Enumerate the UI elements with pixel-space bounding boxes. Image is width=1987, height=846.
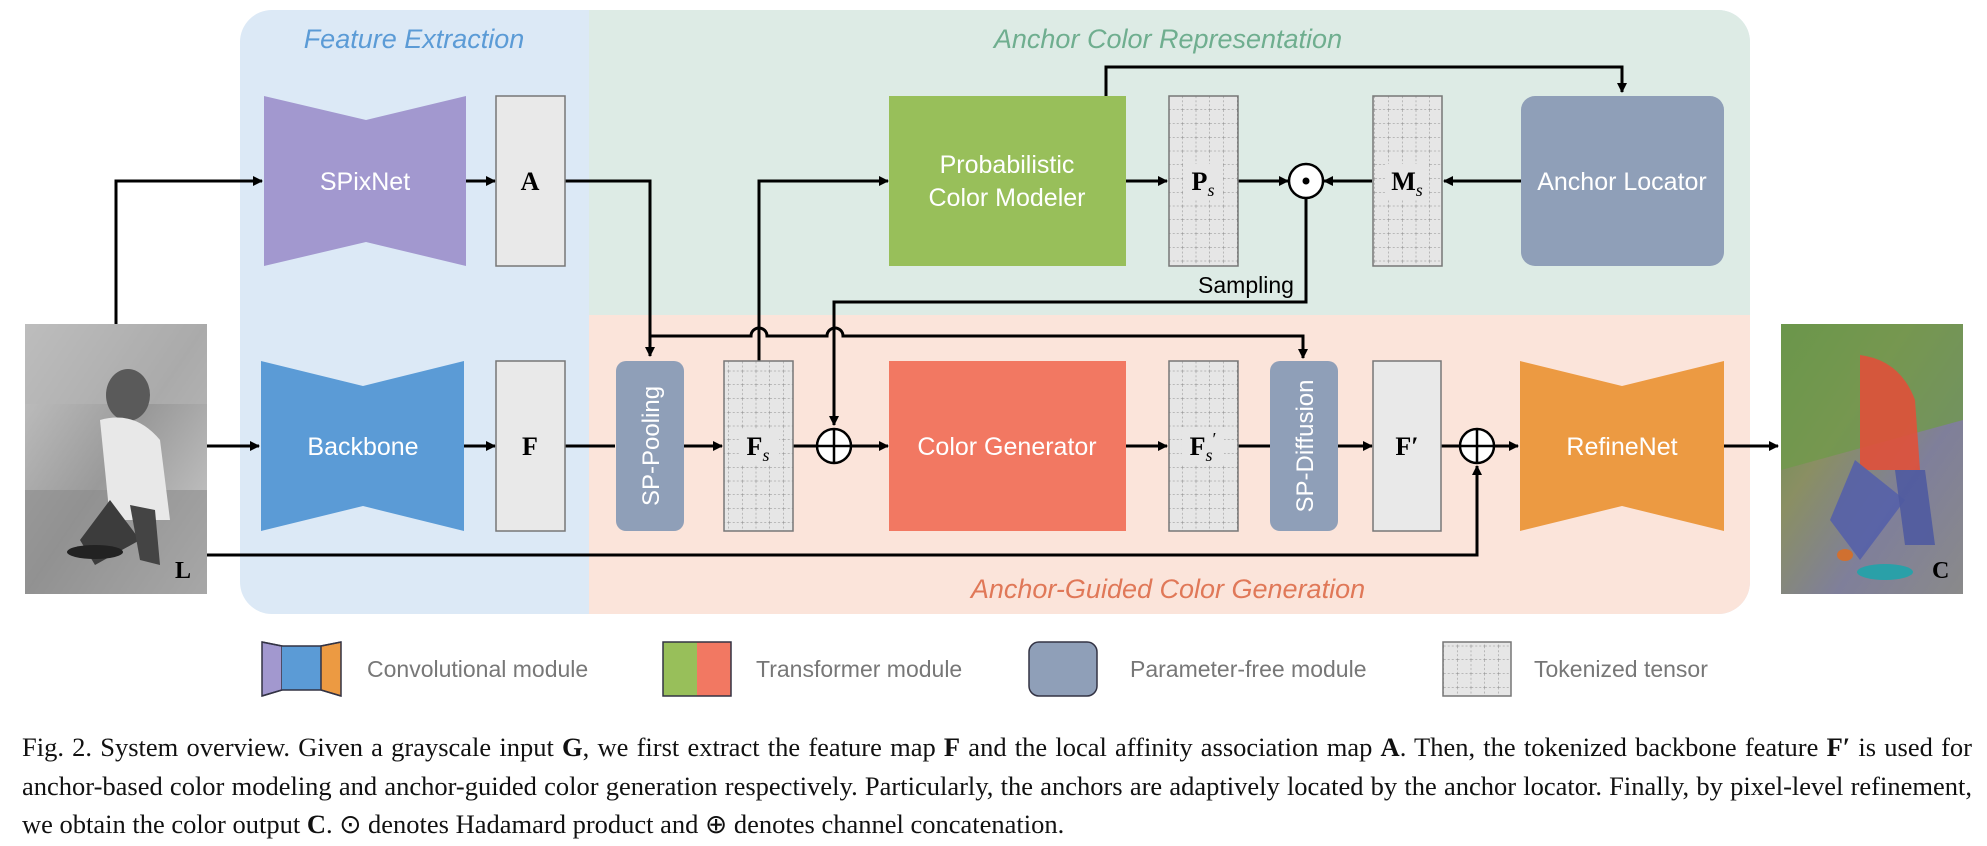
- system-diagram: Feature Extraction Anchor Color Represen…: [25, 10, 1963, 698]
- arrow-Fs-to-modeler: [757, 176, 889, 361]
- legend-conv-icon: [261, 641, 342, 698]
- color-generator-module: Color Generator: [889, 361, 1126, 531]
- figure-caption: Fig. 2. System overview. Given a graysca…: [22, 732, 1972, 839]
- sp-diffusion-label: SP-Diffusion: [1292, 380, 1319, 513]
- tensor-Fs: Fs: [723, 360, 794, 532]
- color-generator-label: Color Generator: [917, 433, 1096, 461]
- tensor-Ms-label: Ms: [1391, 167, 1423, 200]
- tensor-F-label: F: [522, 432, 538, 461]
- arrow-modeler-to-locator: [1104, 65, 1627, 96]
- tensor-Fprime-label: F′: [1395, 432, 1418, 461]
- output-label: C: [1932, 558, 1949, 584]
- prob-color-modeler-module: Probabilistic Color Modeler: [889, 96, 1126, 266]
- feature-extraction-title: Feature Extraction: [304, 24, 525, 54]
- tensor-A: A: [495, 95, 566, 267]
- legend-tokenized-icon: [1442, 641, 1512, 697]
- tensor-Fsp: Fs′: [1168, 360, 1239, 532]
- sp-diffusion-module: SP-Diffusion: [1270, 361, 1338, 531]
- arrow-input-skip-to-concat: [207, 465, 1482, 557]
- refinenet-module: RefineNet: [1520, 361, 1724, 531]
- line-A-to-spdiffusion: [650, 326, 1308, 359]
- concat-operator-1: [815, 427, 853, 465]
- tensor-Ms: Ms: [1372, 95, 1443, 267]
- legend-conv-label: Convolutional module: [367, 656, 588, 682]
- connectors: [114, 65, 1779, 557]
- prob-color-modeler-line1: Probabilistic: [940, 151, 1075, 179]
- arrow-A-to-sppooling: [565, 179, 655, 357]
- anchor-locator-label: Anchor Locator: [1537, 168, 1707, 196]
- tensor-Fsp-label: Fs′: [1190, 429, 1217, 465]
- legend-tokenized-label: Tokenized tensor: [1534, 656, 1708, 682]
- legend-transformer-label: Transformer module: [756, 656, 962, 682]
- output-image: C: [1781, 324, 1963, 594]
- input-image: L: [25, 324, 207, 594]
- arrow-sampling-to-concat: [829, 198, 1308, 426]
- anchor-locator-module: Anchor Locator: [1521, 96, 1724, 266]
- anchor-color-title: Anchor Color Representation: [992, 24, 1342, 54]
- legend-param-free-icon: [1028, 641, 1098, 697]
- backbone-module: Backbone: [261, 361, 464, 531]
- sp-pooling-module: SP-Pooling: [616, 361, 684, 531]
- sampling-label: Sampling: [1198, 272, 1294, 298]
- hadamard-operator: [1287, 162, 1325, 200]
- refinenet-label: RefineNet: [1566, 433, 1677, 461]
- tensor-Fprime: F′: [1372, 360, 1442, 532]
- legend-transformer-icon: [662, 641, 732, 697]
- concat-operator-2: [1458, 427, 1496, 465]
- backbone-label: Backbone: [307, 433, 418, 461]
- tensor-F: F: [495, 360, 566, 532]
- spixnet-label: SPixNet: [320, 168, 410, 196]
- input-label: L: [175, 558, 191, 584]
- arrow-input-to-spixnet: [114, 176, 263, 324]
- tensor-A-label: A: [521, 167, 540, 196]
- spixnet-module: SPixNet: [264, 96, 466, 266]
- legend: Convolutional module Transformer module …: [261, 641, 1708, 698]
- tensor-Ps: Ps: [1168, 95, 1239, 267]
- sp-pooling-label: SP-Pooling: [638, 386, 665, 506]
- prob-color-modeler-line2: Color Modeler: [928, 184, 1085, 212]
- color-generation-title: Anchor-Guided Color Generation: [969, 574, 1365, 604]
- legend-param-free-label: Parameter-free module: [1130, 656, 1367, 682]
- tensor-Fs-label: Fs: [747, 432, 770, 465]
- tensor-Ps-label: Ps: [1192, 167, 1215, 200]
